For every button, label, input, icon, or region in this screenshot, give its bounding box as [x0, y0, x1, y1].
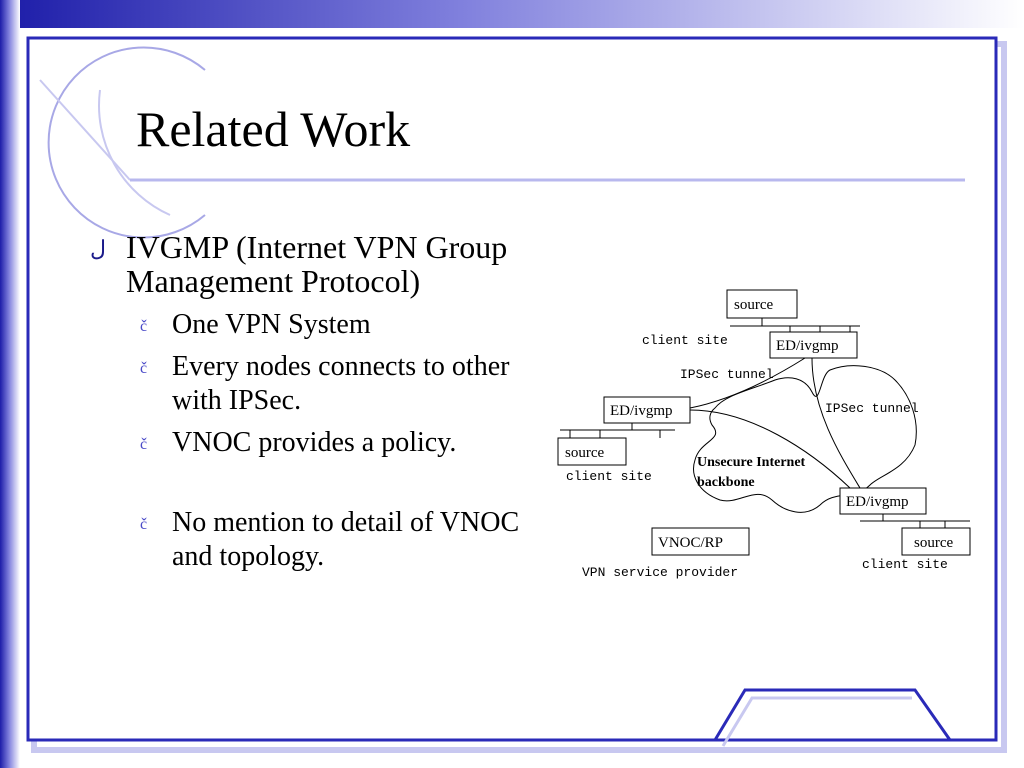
bullet-main: ل IVGMP (Internet VPN Group Management P… — [90, 230, 540, 298]
source-box-top — [726, 289, 798, 319]
sub-bullet-icon: č — [140, 360, 148, 377]
bullet-main-text: IVGMP (Internet VPN Group Management Pro… — [126, 229, 508, 299]
client-site-label-left: client site — [566, 469, 652, 484]
ed-label-left: ED/ivgmp — [610, 403, 673, 419]
ed-box-top — [769, 331, 858, 359]
bullet-list: ل IVGMP (Internet VPN Group Management P… — [90, 230, 540, 582]
ed-label-top: ED/ivgmp — [776, 338, 839, 354]
sub-bullet-text: No mention to detail of VNOC and topolog… — [172, 507, 520, 572]
source-label-right: source — [914, 535, 953, 551]
source-label-top: source — [734, 297, 773, 313]
sub-bullet-text: Every nodes connects to other with IPSec… — [172, 351, 510, 416]
sub-bullet-text: VNOC provides a policy. — [172, 427, 457, 458]
sub-bullet-icon: č — [140, 516, 148, 533]
client-site-label-right: client site — [862, 557, 948, 572]
bullet-main-icon: ل — [90, 236, 106, 261]
sub-bullet: č VNOC provides a policy. — [90, 426, 540, 460]
source-label-left: source — [565, 445, 604, 461]
sub-bullet: č Every nodes connects to other with IPS… — [90, 350, 540, 418]
slide-title: Related Work — [136, 101, 411, 157]
vnoc-box — [651, 527, 750, 556]
sub-bullet: č One VPN System — [90, 308, 540, 342]
internet-cloud — [693, 365, 917, 513]
cloud-label-line2: backbone — [697, 475, 755, 490]
ed-label-right: ED/ivgmp — [846, 494, 909, 510]
sub-bullet-text: One VPN System — [172, 309, 371, 340]
source-box-left — [557, 437, 627, 466]
cloud-label-line1: Unsecure Internet — [697, 455, 806, 470]
ed-box-right — [839, 487, 927, 515]
vpn-provider-label: VPN service provider — [582, 565, 738, 580]
ipsec-tunnel-label-left: IPSec tunnel — [680, 367, 774, 382]
sub-bullet-icon: č — [140, 318, 148, 335]
client-site-label-top: client site — [642, 333, 728, 348]
ipsec-tunnel-label-right: IPSec tunnel — [825, 401, 919, 416]
source-box-right — [901, 527, 971, 556]
vpn-network-diagram: source client site ED/ivgmp IPSec tunnel… — [557, 289, 971, 580]
sub-bullet-icon: č — [140, 436, 148, 453]
sub-bullet: č No mention to detail of VNOC and topol… — [90, 506, 540, 574]
vnoc-label: VNOC/RP — [658, 535, 723, 551]
